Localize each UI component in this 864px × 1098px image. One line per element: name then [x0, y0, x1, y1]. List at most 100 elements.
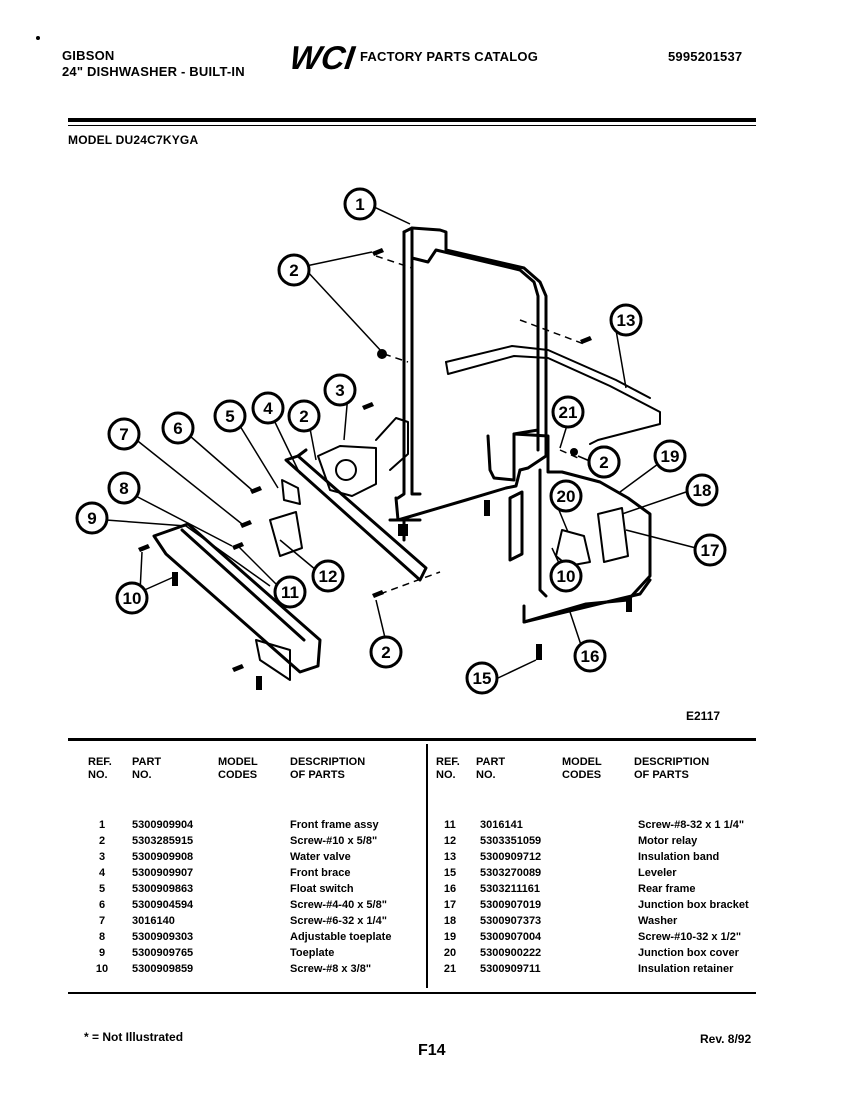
ref-cell: 16 — [443, 883, 457, 895]
part-number-cell: 5303351059 — [480, 835, 542, 847]
model-codes-cell — [566, 929, 638, 945]
model-codes-cell — [566, 865, 638, 881]
callout-label: 15 — [473, 669, 492, 688]
description-cell: Front frame assy — [290, 819, 379, 831]
model-codes-cell — [218, 865, 290, 881]
model-codes-cell — [218, 849, 290, 865]
float-switch-drawing — [269, 479, 303, 557]
footnote: * = Not Illustrated — [84, 1030, 184, 1044]
callout-label: 4 — [263, 399, 273, 418]
callout: 7 — [107, 417, 141, 451]
ref-cell: 3 — [98, 851, 106, 863]
front-frame-drawing — [388, 226, 548, 542]
callout-label: 21 — [559, 403, 578, 422]
part-number-cell: 5300909765 — [132, 947, 194, 959]
part-number-cell: 5300907019 — [480, 899, 542, 911]
table-row: 21 5300909711 Insulation retainer — [436, 961, 788, 977]
part-number-cell: 5300907373 — [480, 915, 542, 927]
description-cell: Float switch — [290, 883, 354, 895]
front-brace-drawing — [284, 448, 428, 582]
page-header: GIBSON 24" DISHWASHER - BUILT-IN WCI FAC… — [0, 0, 864, 150]
diagram-code: E2117 — [686, 709, 721, 723]
description-cell: Screw-#8-32 x 1 1/4" — [638, 819, 745, 831]
part-number-cell: 5300909907 — [132, 867, 194, 879]
ref-cell: 12 — [443, 835, 457, 847]
description-cell: Junction box bracket — [638, 899, 749, 911]
part-number-cell: 3016140 — [132, 915, 175, 927]
callout-label: 10 — [557, 567, 576, 586]
description-cell: Screw-#10 x 5/8" — [290, 835, 378, 847]
callout: 5 — [213, 399, 247, 433]
ref-cell: 18 — [443, 915, 457, 927]
model-codes-cell — [566, 833, 638, 849]
callout: 13 — [609, 303, 643, 337]
table-row: 17 5300907019 Junction box bracket — [436, 897, 788, 913]
description-cell: Screw-#6-32 x 1/4" — [290, 915, 387, 927]
catalog-number: 5995201537 — [668, 49, 743, 64]
callout: 8 — [107, 471, 141, 505]
alignment-lines — [375, 255, 585, 595]
part-number-cell: 5300909904 — [132, 819, 194, 831]
description-cell: Toeplate — [290, 947, 335, 959]
callout: 16 — [573, 639, 607, 673]
part-number-cell: 3016141 — [480, 819, 523, 831]
ref-cell: 6 — [98, 899, 106, 911]
insulation-band-drawing — [445, 345, 661, 445]
ref-cell: 17 — [443, 899, 457, 911]
ref-cell: 7 — [98, 915, 106, 927]
part-number-cell: 5300909908 — [132, 851, 194, 863]
callout: 2 — [277, 253, 311, 287]
callout-label: 18 — [693, 481, 712, 500]
ref-cell: 21 — [443, 963, 457, 975]
callout: 17 — [693, 533, 727, 567]
description-cell: Screw-#8 x 3/8" — [290, 963, 372, 975]
callout-group: 1 2 2 3 4 2 5 6 7 8 9 10 11 12 2 13 21 2… — [75, 187, 727, 695]
part-number-cell: 5300909859 — [132, 963, 194, 975]
table-row: 7 3016140 Screw-#6-32 x 1/4" — [88, 913, 440, 929]
callout-label: 1 — [355, 195, 364, 214]
callout-label: 17 — [701, 541, 720, 560]
model-codes-cell — [566, 913, 638, 929]
model-codes-cell — [218, 929, 290, 945]
model-codes-cell — [218, 913, 290, 929]
ref-cell: 13 — [443, 851, 457, 863]
callout-label: 2 — [381, 643, 390, 662]
ref-header-right: REF.NO. — [436, 756, 460, 781]
ref-cell: 10 — [95, 963, 109, 975]
callout: 2 — [287, 399, 321, 433]
callout-label: 12 — [319, 567, 338, 586]
description-cell: Insulation retainer — [638, 963, 734, 975]
callout-label: 8 — [119, 479, 128, 498]
header-rule-thick — [68, 118, 756, 122]
part-number-cell: 5303211161 — [480, 883, 540, 895]
description-cell: Junction box cover — [638, 947, 739, 959]
revision: Rev. 8/92 — [700, 1032, 752, 1046]
table-top-rule — [68, 738, 756, 741]
part-number-cell: 5303270089 — [480, 867, 542, 879]
callout: 3 — [323, 373, 357, 407]
logo-text: WCI — [292, 40, 358, 74]
description-cell: Adjustable toeplate — [290, 931, 392, 943]
part-number-cell: 5300909711 — [480, 963, 541, 975]
model-codes-cell — [218, 961, 290, 977]
callout: 9 — [75, 501, 109, 535]
callout-label: 9 — [87, 509, 96, 528]
callout: 6 — [161, 411, 195, 445]
model-line: MODEL DU24C7KYGA — [68, 133, 199, 147]
part-number-cell: 5300909712 — [480, 851, 542, 863]
callout-label: 16 — [581, 647, 600, 666]
ref-cell: 20 — [443, 947, 457, 959]
table-bottom-rule — [68, 992, 756, 994]
header-rule-thin — [68, 125, 756, 126]
leader-lines — [105, 205, 697, 679]
callout: 2 — [587, 445, 621, 479]
callout-label: 20 — [557, 487, 576, 506]
